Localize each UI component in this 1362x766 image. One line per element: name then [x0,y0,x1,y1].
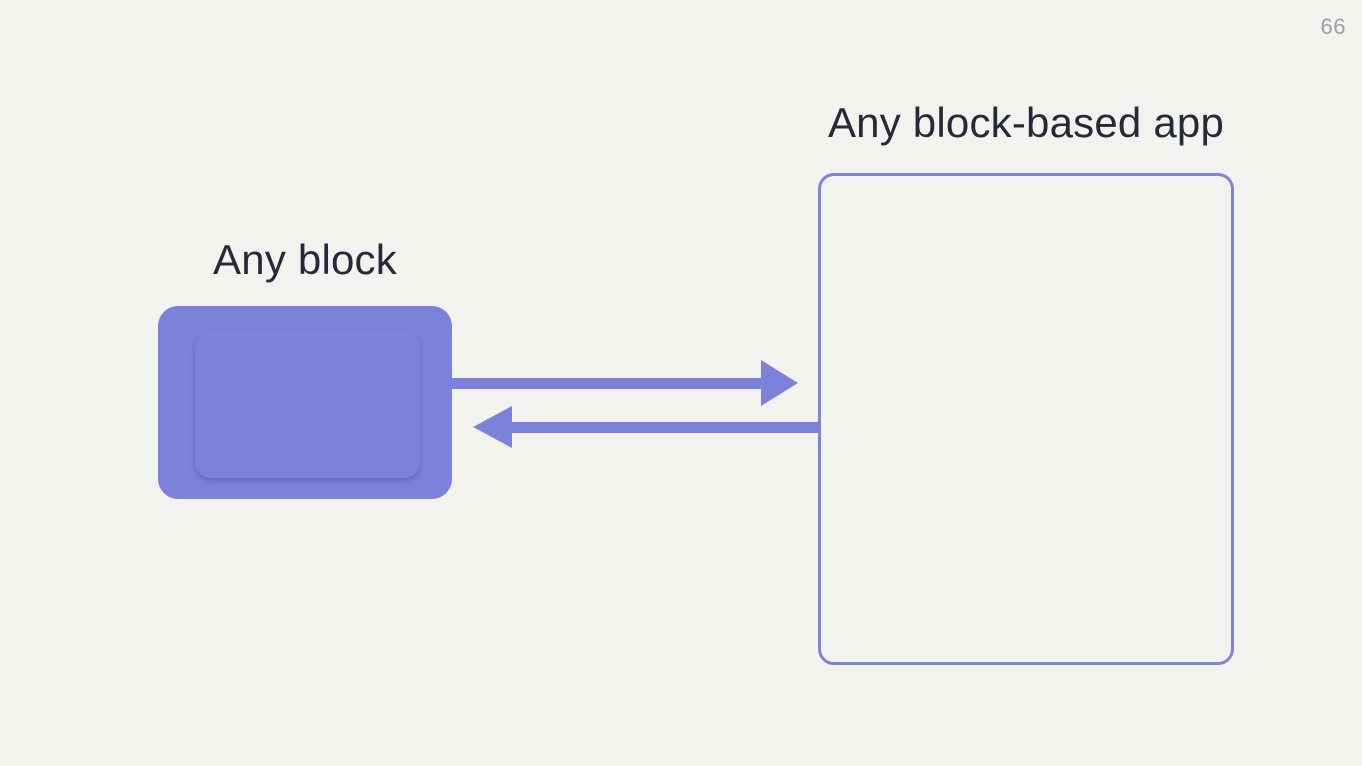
arrow-app-to-block [473,406,818,449]
block-inner-shadow [195,331,420,478]
app-box-title: Any block-based app [827,99,1225,146]
arrow-head-left-icon [473,406,512,448]
arrow-head-right-icon [761,360,798,406]
arrow-shaft [452,378,764,389]
app-box [818,173,1234,665]
page-number: 66 [1320,14,1346,39]
arrow-block-to-app [452,360,798,406]
arrow-shaft [511,422,818,433]
block-shape [158,306,452,499]
block-label: Any block [213,236,397,283]
